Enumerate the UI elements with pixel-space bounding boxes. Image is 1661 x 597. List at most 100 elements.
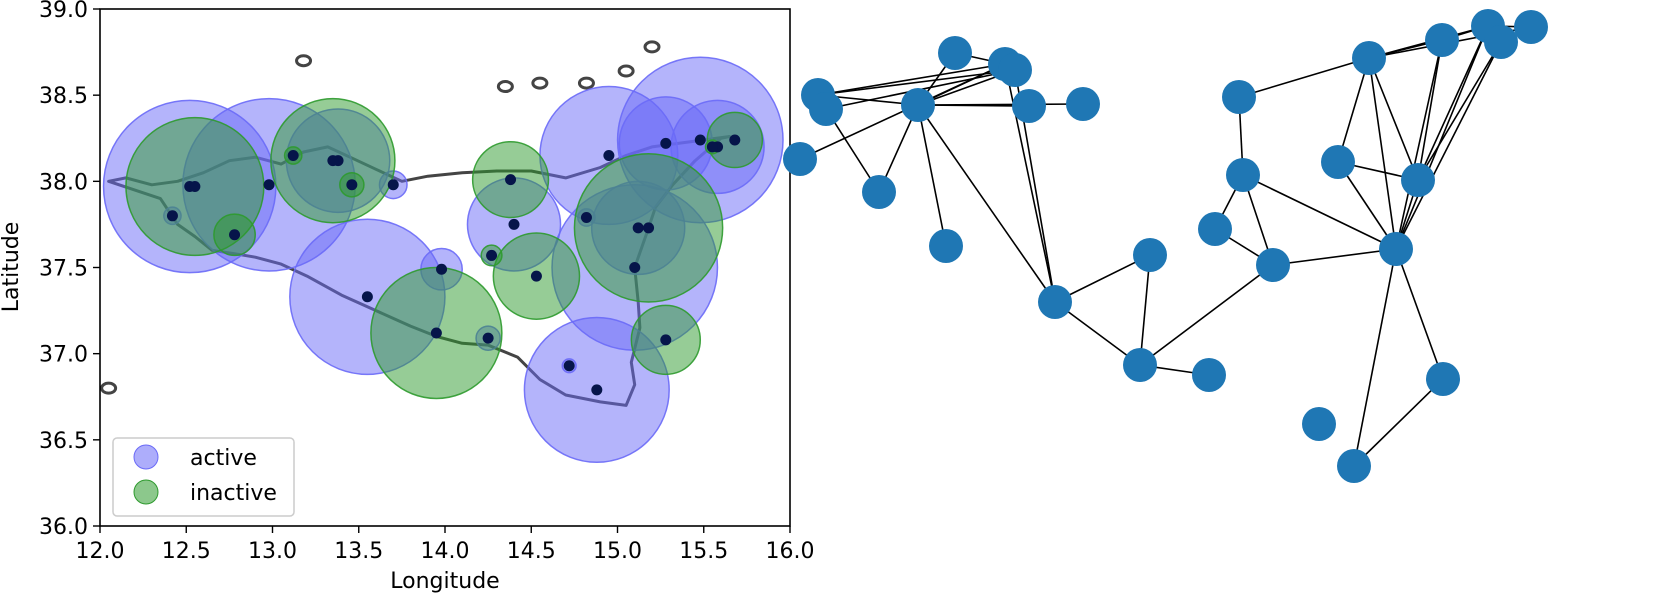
graph-node-17 bbox=[1198, 212, 1232, 246]
graph-edge-39 bbox=[1395, 39, 1443, 250]
x-axis-label: Longitude bbox=[390, 569, 499, 594]
graph-edge-50 bbox=[1353, 378, 1444, 467]
islet-5 bbox=[643, 40, 661, 54]
nodes-layer bbox=[783, 9, 1548, 483]
x-tick-label: 12.0 bbox=[76, 539, 125, 564]
legend-marker-inactive bbox=[133, 479, 159, 505]
centers-layer bbox=[166, 134, 741, 396]
graph-edge-48 bbox=[1395, 248, 1444, 380]
graph-node-2 bbox=[783, 142, 817, 176]
graph-node-8 bbox=[998, 53, 1032, 87]
y-tick-label: 38.0 bbox=[39, 170, 88, 195]
graph-node-13 bbox=[1123, 348, 1157, 382]
x-tick-label: 16.0 bbox=[766, 539, 815, 564]
islet-1 bbox=[496, 80, 514, 94]
inactive-center-6 bbox=[729, 134, 741, 146]
y-tick-label: 36.5 bbox=[39, 429, 88, 454]
y-tick-label: 37.5 bbox=[39, 257, 88, 282]
inactive-center-2 bbox=[430, 327, 442, 339]
graph-edge-20 bbox=[1054, 301, 1141, 366]
graph-node-3 bbox=[862, 175, 896, 209]
active-center-1 bbox=[263, 179, 275, 191]
graph-node-19 bbox=[1352, 41, 1386, 75]
inactive-center-9 bbox=[346, 179, 358, 191]
network-graph bbox=[783, 9, 1548, 483]
graph-edge-28 bbox=[1242, 174, 1397, 250]
graph-edge-35 bbox=[1368, 57, 1419, 181]
islet-2 bbox=[531, 76, 549, 90]
graph-edge-23 bbox=[1139, 264, 1274, 366]
y-tick-label: 36.0 bbox=[39, 515, 88, 540]
graph-edge-42 bbox=[1395, 25, 1489, 250]
graph-node-9 bbox=[1012, 89, 1046, 123]
graph-edge-13 bbox=[917, 104, 947, 247]
graph-edge-14 bbox=[917, 104, 1056, 303]
active-center-14 bbox=[166, 210, 178, 222]
inactive-center-0 bbox=[189, 181, 201, 193]
inactive-center-4 bbox=[530, 270, 542, 282]
active-center-7 bbox=[694, 134, 706, 146]
x-tick-label: 13.5 bbox=[334, 539, 383, 564]
graph-edge-46 bbox=[1337, 161, 1397, 250]
islet-3 bbox=[577, 76, 595, 90]
inactive-center-5 bbox=[643, 222, 655, 234]
graph-edge-43 bbox=[1417, 41, 1502, 181]
graph-node-29 bbox=[1337, 449, 1371, 483]
legend-label-active: active bbox=[190, 446, 257, 471]
graph-node-4 bbox=[901, 88, 935, 122]
graph-node-10 bbox=[1066, 87, 1100, 121]
graph-node-22 bbox=[1514, 10, 1548, 44]
graph-edge-41 bbox=[1417, 25, 1489, 181]
islet-6 bbox=[100, 381, 118, 395]
graph-node-27 bbox=[1426, 362, 1460, 396]
x-tick-label: 15.5 bbox=[679, 539, 728, 564]
inactive-center-12 bbox=[706, 141, 718, 153]
circles-layer bbox=[102, 56, 784, 463]
graph-node-20 bbox=[1425, 23, 1459, 57]
active-center-5 bbox=[591, 384, 603, 396]
active-center-16 bbox=[632, 222, 644, 234]
graph-edge-19 bbox=[1054, 254, 1151, 303]
legend-marker-active bbox=[133, 444, 159, 470]
graph-node-12 bbox=[1133, 238, 1167, 272]
active-center-6 bbox=[629, 262, 641, 273]
graph-node-18 bbox=[1256, 248, 1290, 282]
graph-edge-21 bbox=[1139, 254, 1151, 366]
islet-0 bbox=[295, 54, 313, 68]
graph-node-25 bbox=[1401, 163, 1435, 197]
graph-edge-30 bbox=[1272, 248, 1397, 266]
y-tick-label: 39.0 bbox=[39, 0, 88, 23]
graph-edge-34 bbox=[1337, 57, 1370, 163]
x-tick-label: 15.0 bbox=[593, 539, 642, 564]
graph-node-5 bbox=[929, 229, 963, 263]
inactive-center-3 bbox=[505, 174, 517, 186]
active-center-4 bbox=[603, 149, 615, 161]
x-tick-label: 13.0 bbox=[248, 539, 297, 564]
active-center-2 bbox=[361, 291, 373, 303]
graph-node-11 bbox=[1038, 285, 1072, 319]
y-tick-label: 38.5 bbox=[39, 84, 88, 109]
active-center-3 bbox=[508, 218, 520, 230]
graph-node-23 bbox=[1484, 25, 1518, 59]
x-tick-label: 14.0 bbox=[421, 539, 470, 564]
legend: active inactive bbox=[112, 437, 295, 517]
graph-edge-11 bbox=[917, 103, 1084, 106]
active-center-10 bbox=[436, 263, 448, 275]
active-center-9 bbox=[387, 179, 399, 191]
inactive-center-11 bbox=[287, 149, 299, 161]
graph-node-24 bbox=[1321, 145, 1355, 179]
graph-node-28 bbox=[1302, 407, 1336, 441]
active-center-15 bbox=[660, 137, 672, 149]
x-tick-label: 14.5 bbox=[507, 539, 556, 564]
legend-label-inactive: inactive bbox=[190, 481, 277, 506]
active-center-13 bbox=[580, 212, 592, 224]
graph-node-26 bbox=[1379, 232, 1413, 266]
islet-4 bbox=[617, 64, 635, 78]
graph-node-14 bbox=[1192, 358, 1226, 392]
graph-edge-44 bbox=[1395, 41, 1502, 250]
graph-node-6 bbox=[938, 36, 972, 70]
y-tick-label: 37.0 bbox=[39, 343, 88, 368]
